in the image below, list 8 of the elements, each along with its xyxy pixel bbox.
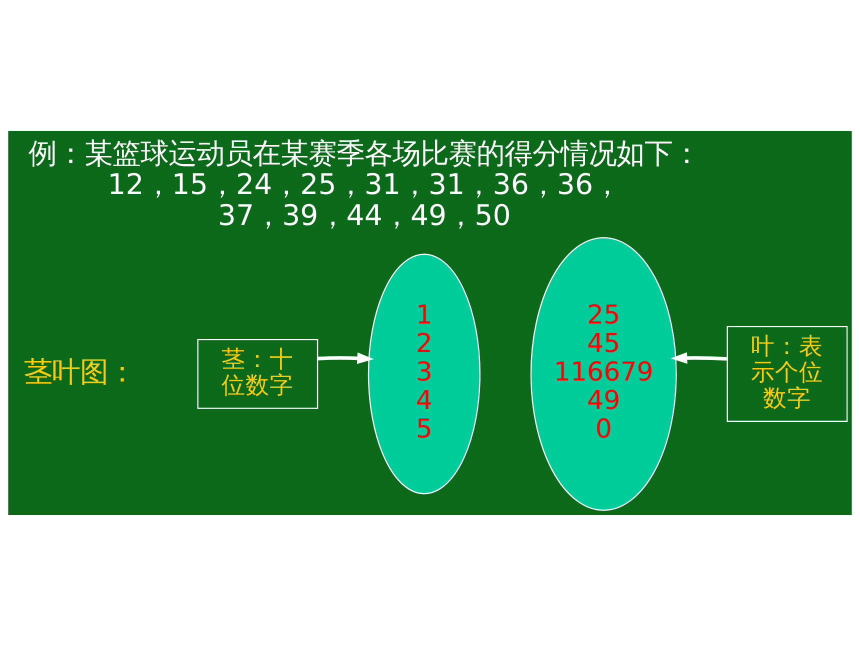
arrow (670, 352, 727, 364)
node-box: 叶：表示个位数字 (726, 325, 848, 422)
node-ellipse: 1 2 3 4 5 (368, 253, 480, 494)
arrow (318, 352, 374, 364)
diagram-title: 例：某篮球运动员在某赛季各场比赛的得分情况如下：12，15，24，25，31，31，36，36，37，39，44，49，50 (28, 136, 700, 232)
node-box: 茎：十位数字 (197, 338, 318, 408)
node-ellipse: 25 45 116679 49 0 (530, 236, 677, 510)
label: 茎叶图： (24, 354, 136, 388)
